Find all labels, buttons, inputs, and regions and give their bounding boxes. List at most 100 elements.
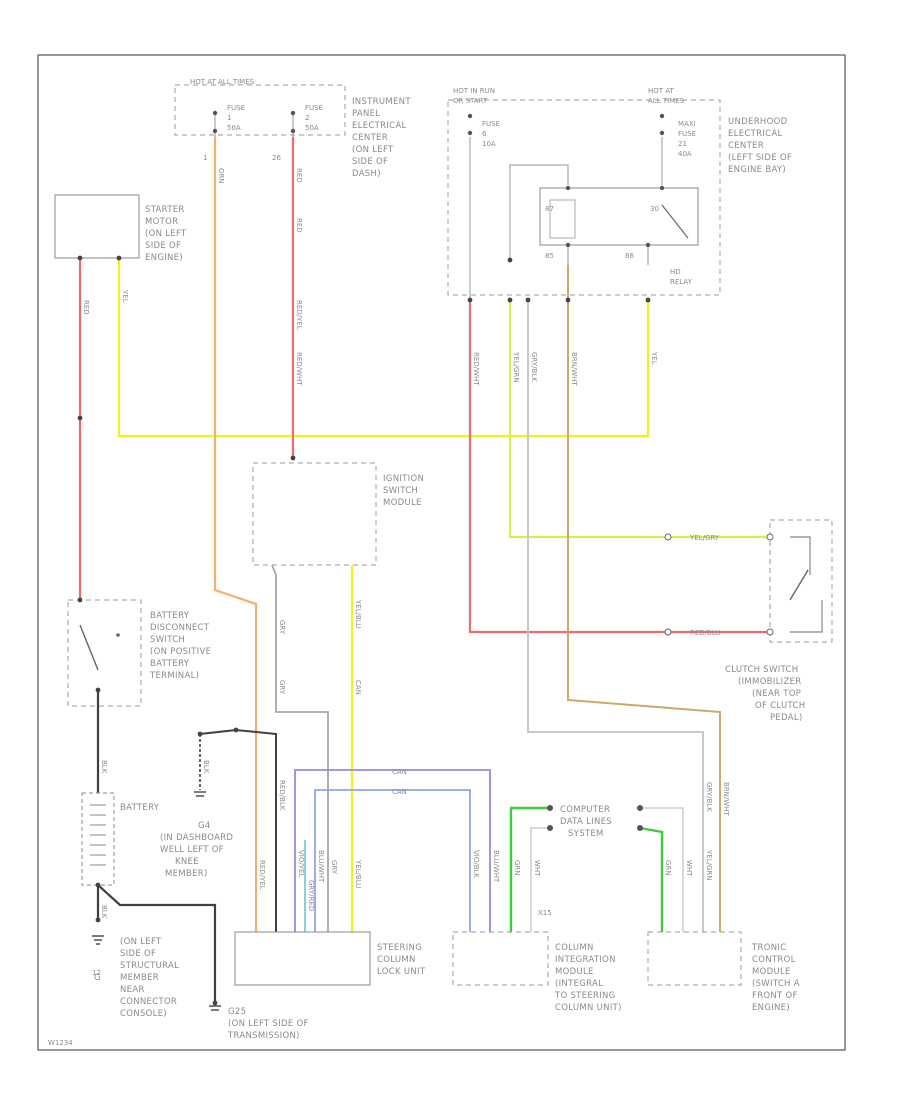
svg-text:OR START: OR START — [453, 97, 488, 105]
fuse-box-a-title: HOT AT ALL TIMES — [190, 78, 255, 86]
svg-text:COMPUTER: COMPUTER — [560, 805, 610, 815]
svg-text:HOT AT: HOT AT — [648, 87, 675, 95]
svg-text:TRONIC: TRONIC — [751, 943, 786, 953]
svg-text:STARTER: STARTER — [145, 205, 185, 215]
svg-text:PEDAL): PEDAL) — [770, 713, 803, 723]
fuse-b: FUSE 2 50A — [290, 104, 323, 134]
svg-text:CENTER: CENTER — [352, 133, 388, 143]
svg-text:VIO/BLK: VIO/BLK — [472, 850, 480, 878]
svg-text:1: 1 — [227, 114, 231, 122]
svg-text:ENGINE BAY): ENGINE BAY) — [728, 165, 786, 175]
fuse-a: FUSE 1 50A — [212, 104, 245, 134]
battery-disconnect-box — [67, 599, 142, 707]
svg-text:RED: RED — [295, 168, 303, 183]
svg-text:(ON POSITIVE: (ON POSITIVE — [150, 647, 211, 657]
svg-text:(LEFT SIDE OF: (LEFT SIDE OF — [728, 153, 792, 163]
svg-text:ALL TIMES: ALL TIMES — [648, 97, 685, 105]
relay-label: HD RELAY — [670, 268, 693, 286]
svg-text:FUSE: FUSE — [227, 104, 245, 112]
svg-text:(SWITCH A: (SWITCH A — [752, 979, 800, 989]
starter-box — [54, 194, 140, 259]
can-lo-label: CAN — [392, 788, 407, 796]
relay-pin-87: 87 — [545, 205, 554, 213]
pin-label: 26 — [272, 154, 281, 162]
svg-text:ELECTRICAL: ELECTRICAL — [352, 121, 407, 131]
clutch-internal-a — [790, 536, 811, 575]
clutch-internal-b — [790, 600, 823, 633]
svg-text:YEL: YEL — [121, 289, 129, 303]
svg-text:MAXI: MAXI — [678, 120, 696, 128]
svg-text:RED/YEL: RED/YEL — [295, 300, 303, 330]
svg-text:21: 21 — [678, 140, 687, 148]
svg-text:GRN: GRN — [513, 860, 521, 876]
svg-text:BATTERY: BATTERY — [150, 611, 190, 621]
svg-text:MODULE: MODULE — [752, 967, 791, 977]
wire-color-labels: RED YEL ORN RED RED RED/YEL RED/WHT RED/… — [82, 168, 730, 919]
svg-text:SWITCH: SWITCH — [150, 635, 185, 645]
ipec-label: INSTRUMENT PANEL ELECTRICAL CENTER (ON L… — [352, 97, 411, 179]
uec-label: UNDERHOOD ELECTRICAL CENTER (LEFT SIDE O… — [728, 117, 792, 175]
can-hi-label: CAN — [392, 768, 407, 776]
svg-text:BLK: BLK — [100, 760, 108, 774]
column-module-label: COLUMN INTEGRATION MODULE (INTEGRAL TO S… — [554, 943, 622, 1013]
wire-trans-ground — [97, 884, 217, 1003]
svg-text:CAN: CAN — [354, 680, 362, 695]
svg-text:6: 6 — [482, 130, 487, 138]
svg-text:ENGINE): ENGINE) — [752, 1003, 790, 1013]
hot-in-run-label: HOT IN RUN OR START — [453, 87, 495, 105]
svg-text:RED/YEL: RED/YEL — [258, 860, 266, 890]
svg-text:MEMBER): MEMBER) — [165, 869, 208, 879]
svg-text:G: G — [94, 973, 101, 983]
svg-text:(ON LEFT SIDE OF: (ON LEFT SIDE OF — [228, 1019, 309, 1029]
svg-text:40A: 40A — [678, 150, 692, 158]
svg-text:FUSE: FUSE — [482, 120, 500, 128]
relay-pin-30: 30 — [650, 205, 659, 213]
ground-icon — [194, 791, 206, 797]
svg-text:COLUMN UNIT): COLUMN UNIT) — [555, 1003, 622, 1013]
svg-text:YEL/BLU: YEL/BLU — [354, 599, 362, 628]
starter-label: STARTER MOTOR (ON LEFT SIDE OF ENGINE) — [145, 205, 187, 263]
column-module-box — [452, 931, 549, 986]
svg-text:CONSOLE): CONSOLE) — [120, 1009, 167, 1019]
svg-text:RED: RED — [82, 300, 90, 315]
ignition-box — [252, 462, 377, 566]
svg-text:10A: 10A — [482, 140, 496, 148]
svg-text:CONTROL: CONTROL — [752, 955, 796, 965]
svg-text:GRN: GRN — [664, 860, 672, 876]
wire-data-white-left — [530, 827, 550, 932]
svg-text:CLUTCH SWITCH: CLUTCH SWITCH — [725, 665, 798, 675]
wire-uec-tan — [567, 265, 721, 932]
wire-uec-ygreen — [508, 300, 770, 539]
svg-text:FRONT OF: FRONT OF — [752, 991, 798, 1001]
svg-text:RED/WHT: RED/WHT — [472, 352, 480, 386]
svg-text:SIDE OF: SIDE OF — [145, 241, 181, 251]
svg-text:GRY/BLK: GRY/BLK — [530, 352, 538, 382]
svg-text:WHT: WHT — [685, 860, 693, 877]
svg-text:2: 2 — [305, 114, 309, 122]
svg-text:WELL LEFT OF: WELL LEFT OF — [160, 845, 224, 855]
tronic-box — [647, 931, 742, 986]
svg-text:IGNITION: IGNITION — [383, 474, 424, 484]
fuse-d: MAXI FUSE 21 40A — [659, 113, 696, 158]
svg-text:PANEL: PANEL — [352, 109, 380, 119]
svg-text:ENGINE): ENGINE) — [145, 253, 183, 263]
svg-text:TRANSMISSION): TRANSMISSION) — [227, 1031, 300, 1041]
computer-data-label: COMPUTER DATA LINES SYSTEM — [560, 805, 612, 839]
clutch-connector-a — [664, 533, 774, 541]
battery-disconnect-label: BATTERY DISCONNECT SWITCH (ON POSITIVE B… — [149, 611, 211, 681]
svg-text:RED/BLK: RED/BLK — [278, 780, 286, 811]
svg-text:COLUMN: COLUMN — [555, 943, 594, 953]
clutch-label: CLUTCH SWITCH (IMMOBILIZER (NEAR TOP OF … — [725, 665, 805, 723]
svg-text:BATTERY: BATTERY — [150, 659, 190, 669]
svg-text:YEL: YEL — [650, 351, 658, 365]
svg-text:ELECTRICAL: ELECTRICAL — [728, 129, 783, 139]
wire-starter-yellow — [117, 258, 650, 438]
svg-text:BLK: BLK — [202, 760, 210, 774]
wire-data-white-right — [640, 807, 684, 932]
battery-cells — [90, 804, 106, 866]
svg-text:BLU/WHT: BLU/WHT — [492, 850, 500, 883]
svg-text:YEL/GRY: YEL/GRY — [689, 534, 720, 542]
svg-text:TO STEERING: TO STEERING — [554, 991, 616, 1001]
svg-text:HD: HD — [670, 268, 681, 276]
